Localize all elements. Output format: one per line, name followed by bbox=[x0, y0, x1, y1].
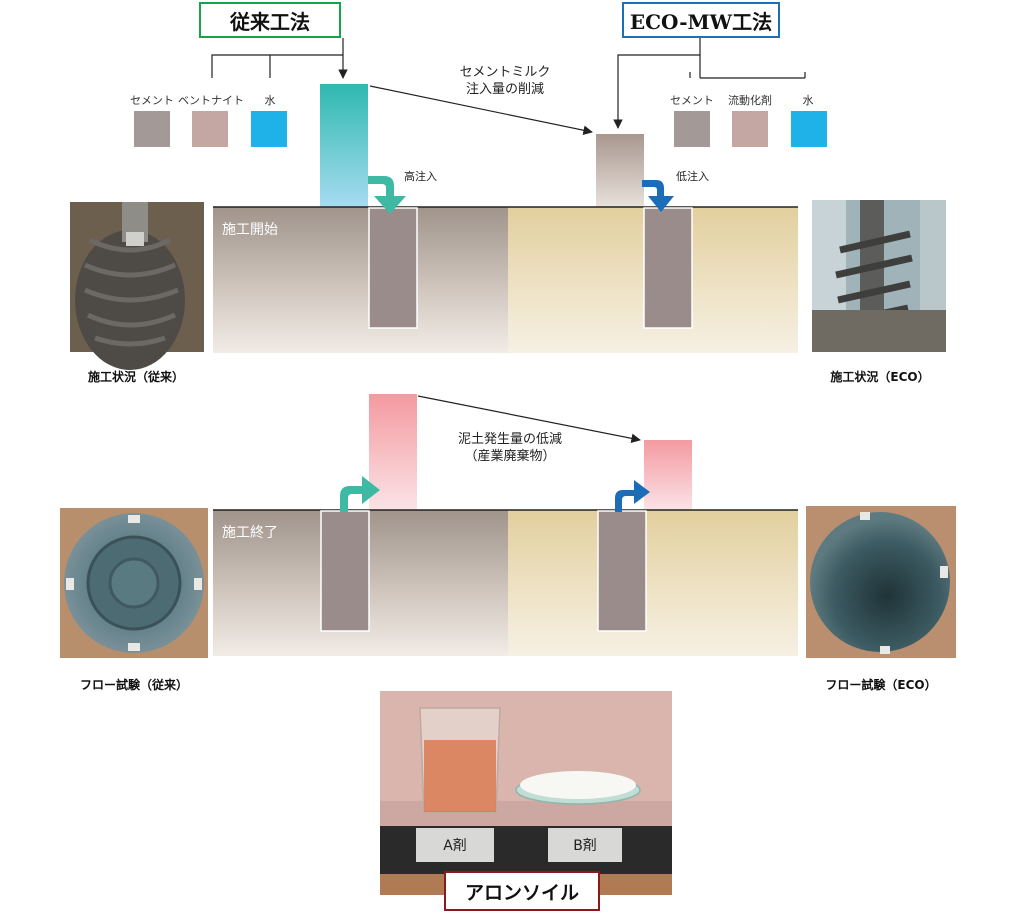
agent-a-label: A剤 bbox=[416, 828, 494, 862]
caption-site-conventional: 施工状況（従来） bbox=[87, 370, 184, 384]
stage-end-label: 施工終了 bbox=[222, 525, 278, 541]
legend-eco-fluidizer-swatch bbox=[732, 111, 768, 147]
soil-reduction-note-line2: （産業廃棄物） bbox=[464, 449, 556, 464]
legend-conv-water-label: 水 bbox=[264, 94, 276, 107]
conventional-method-title: 従来工法 bbox=[199, 2, 341, 38]
product-photo bbox=[380, 691, 672, 895]
high-injection-arrow bbox=[368, 176, 406, 214]
legend-eco-water-label: 水 bbox=[802, 94, 814, 107]
agent-b-label: B剤 bbox=[548, 828, 622, 862]
cement-milk-reduction-note-line2: 注入量の削減 bbox=[465, 82, 544, 97]
flow-test-photo-eco bbox=[806, 506, 956, 658]
product-name-label: アロンソイル bbox=[444, 871, 600, 911]
legend-conv-cement-swatch bbox=[134, 111, 170, 147]
caption-site-eco: 施工状況（ECO） bbox=[830, 370, 930, 384]
legend-conv-bentonite-label: ベントナイト bbox=[178, 94, 244, 107]
legend-conv-water-swatch bbox=[251, 111, 287, 147]
flow-test-photo-conventional bbox=[60, 508, 208, 658]
legend-eco-cement-swatch bbox=[674, 111, 710, 147]
site-photo-conventional bbox=[70, 202, 204, 370]
low-injection-arrow bbox=[642, 180, 674, 212]
soil-reduction-note-line1: 泥土発生量の低減 bbox=[457, 432, 562, 447]
eco-injection-column bbox=[596, 134, 644, 208]
reduction-arrow-bottom bbox=[417, 395, 641, 444]
reduction-arrow-top bbox=[369, 85, 593, 135]
soil-out-arrow-conventional bbox=[340, 476, 380, 512]
low-injection-label: 低注入 bbox=[676, 170, 709, 183]
soil-out-arrow-eco bbox=[615, 480, 650, 512]
conventional-injection-column bbox=[320, 84, 368, 208]
legend-eco-water-swatch bbox=[791, 111, 827, 147]
legend-conv-cement-label: セメント bbox=[130, 94, 174, 107]
legend-eco-fluidizer-label: 流動化剤 bbox=[728, 94, 772, 107]
legend-conv-bentonite-swatch bbox=[192, 111, 228, 147]
eco-title-connector bbox=[613, 38, 701, 129]
legend-eco-cement-label: セメント bbox=[670, 94, 714, 107]
stage-start-label: 施工開始 bbox=[222, 222, 278, 238]
caption-flow-conventional: フロー試験（従来） bbox=[79, 678, 188, 692]
pile-eco-end bbox=[597, 510, 647, 632]
ground-conventional-start bbox=[213, 207, 508, 353]
ground-eco-end bbox=[508, 510, 798, 656]
pile-conventional-end bbox=[320, 510, 370, 632]
pile-conventional-start bbox=[368, 207, 418, 329]
site-photo-eco bbox=[812, 200, 946, 352]
eco-waste-column bbox=[644, 440, 692, 510]
pile-eco-start bbox=[643, 207, 693, 329]
eco-legend-bracket bbox=[689, 55, 806, 79]
eco-method-title: ECO-MW工法 bbox=[622, 2, 780, 38]
cement-milk-reduction-note-line1: セメントミルク bbox=[459, 65, 551, 80]
caption-flow-eco: フロー試験（ECO） bbox=[825, 678, 937, 692]
conventional-legend-bracket bbox=[211, 54, 343, 78]
high-injection-label: 高注入 bbox=[404, 170, 437, 183]
